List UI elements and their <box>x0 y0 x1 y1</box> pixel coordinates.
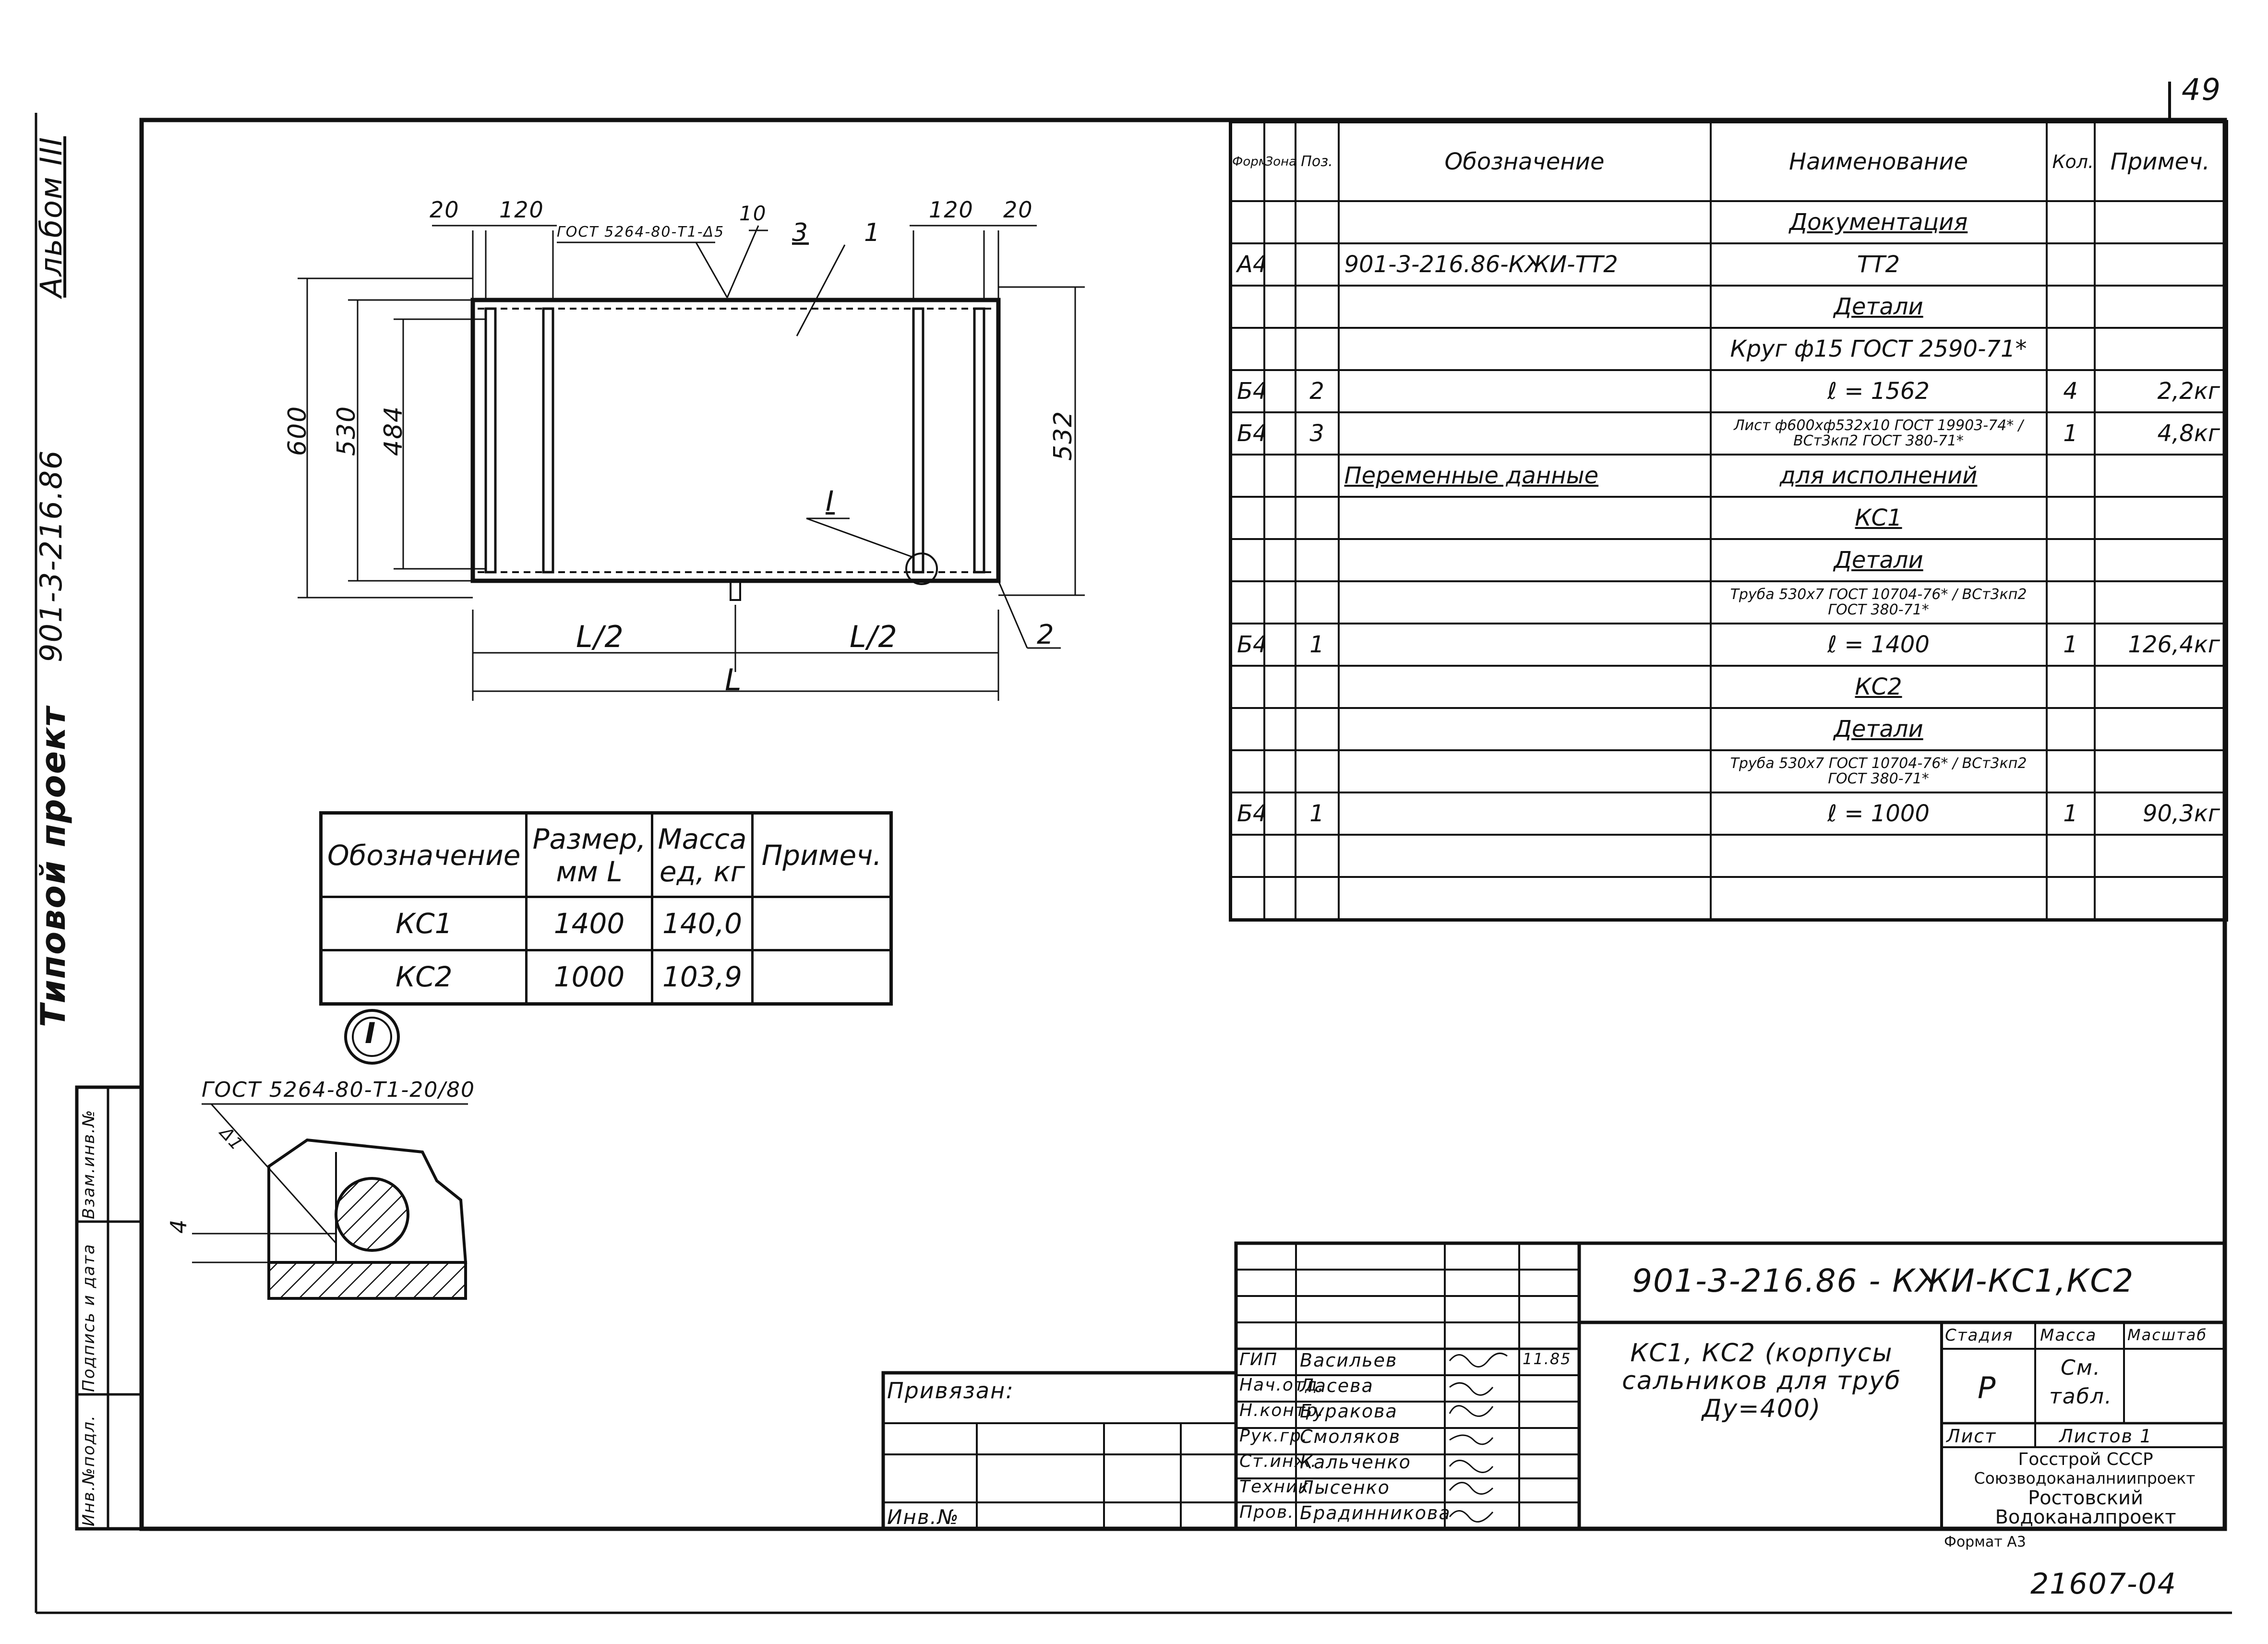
stage-value: Р <box>1978 1370 1997 1405</box>
title-role-name: Смоляков <box>1300 1426 1401 1447</box>
title-role-role: Пров. <box>1239 1502 1295 1522</box>
org-line-1: Госстрой СССР <box>2018 1450 2153 1469</box>
detail-weld-note: ГОСТ 5264-80-Т1-20/80 <box>202 1078 475 1102</box>
title-description: КС1, КС2 (корпусы сальников для труб Ду=… <box>1622 1339 1901 1423</box>
dim-top-120-right: 120 <box>929 197 974 223</box>
dim-top-20-left: 20 <box>430 197 460 223</box>
table-row: Круг ф15 ГОСТ 2590-71* <box>1229 326 2228 371</box>
dim-left-600: 600 <box>283 405 312 456</box>
table-row: Труба 530х7 ГОСТ 10704-76* / ВСт3кп2 ГОС… <box>1229 749 2228 793</box>
format-label: Формат А3 <box>1944 1534 2026 1550</box>
callout-2: 2 <box>1037 619 1055 650</box>
margin-cell-inv: Инв.№подл. <box>79 1415 98 1526</box>
dim-top-20-right: 20 <box>1003 197 1033 223</box>
title-role-date: 11.85 <box>1523 1350 1572 1368</box>
table-row: Документация <box>1229 200 2228 244</box>
title-role-role: Нач.отд. <box>1239 1375 1325 1395</box>
table-row: КС2 1000 103,9 <box>319 949 892 1005</box>
mass-header-note: Примеч. <box>751 812 892 898</box>
title-role-name: Ласева <box>1300 1375 1374 1396</box>
privyazan-label: Привязан: <box>887 1378 1014 1404</box>
table-row: КС1 1400 140,0 <box>319 896 892 951</box>
dim-top-120-left: 120 <box>499 197 544 223</box>
table-row: Труба 530х7 ГОСТ 10704-76* / ВСт3кп2 ГОС… <box>1229 580 2228 624</box>
table-row: КС2 <box>1229 664 2228 709</box>
spec-header-note: Примеч. <box>2093 120 2228 202</box>
dim-bottom-l: L <box>725 662 743 697</box>
sheet-label: Лист <box>1946 1426 1997 1447</box>
spec-header-pos: Поз. <box>1294 120 1340 202</box>
spec-header-zone: Зона <box>1263 120 1296 202</box>
mass-label: Масса <box>2040 1326 2097 1345</box>
margin-cell-vzam: Взам.инв.№ <box>79 1109 98 1219</box>
stage-label: Стадия <box>1945 1326 2014 1345</box>
title-role-role: Техник <box>1239 1477 1310 1497</box>
title-role-name: Буракова <box>1300 1401 1398 1422</box>
margin-cell-sign: Подпись и дата <box>79 1243 98 1392</box>
sheets-label: Листов 1 <box>2059 1426 2153 1447</box>
table-row: Б43Лист ф600хф532х10 ГОСТ 19903-74* / ВС… <box>1229 411 2228 456</box>
detail-mark: I <box>365 1017 377 1050</box>
title-role-name: Кальченко <box>1300 1452 1411 1473</box>
mass-header-designation: Обозначение <box>319 812 528 898</box>
footer-number: 21607-04 <box>2030 1567 2177 1601</box>
title-role-role: Ст.инж. <box>1239 1452 1318 1471</box>
dim-left-484: 484 <box>379 405 408 456</box>
org-line-2: Союзводоканалниипроект <box>1974 1469 2196 1488</box>
mass-header-mass: Масса ед, кг <box>650 812 754 898</box>
specification-table: Формат Зона Поз. Обозначение Наименовани… <box>1229 120 2228 922</box>
title-role-name: Лысенко <box>1300 1477 1390 1498</box>
callout-3: 3 <box>792 218 809 247</box>
dim-right-532: 532 <box>1049 410 1078 461</box>
dim-left-530: 530 <box>332 405 361 456</box>
callout-detail-I: I <box>826 485 835 517</box>
weld-note-top: ГОСТ 5264-80-Т1-Δ5 <box>557 224 725 240</box>
table-row: Детали <box>1229 538 2228 582</box>
title-role-name: Брадинникова <box>1300 1502 1451 1524</box>
title-role-name: Васильев <box>1300 1350 1398 1371</box>
spec-header-name: Наименование <box>1709 120 2048 202</box>
table-row <box>1229 833 2228 878</box>
dim-top-10: 10 <box>739 202 767 225</box>
album-label: Альбом III <box>34 136 69 298</box>
dim-bottom-l-half-left: L/2 <box>576 619 624 654</box>
project-code-margin: 901-3-216.86 <box>34 449 69 662</box>
table-row: Детали <box>1229 707 2228 751</box>
mass-value: См. табл. <box>2049 1356 2112 1409</box>
table-row: КС1 <box>1229 495 2228 540</box>
title-role-role: Рук.гр. <box>1239 1426 1308 1446</box>
spec-header-format: Формат <box>1229 120 1265 202</box>
table-row: Детали <box>1229 284 2228 329</box>
spec-header-qty: Кол. <box>2045 120 2096 202</box>
mass-header-size: Размер, мм L <box>525 812 653 898</box>
callout-1: 1 <box>864 218 881 247</box>
title-role-role: ГИП <box>1239 1350 1278 1369</box>
spec-header-designation: Обозначение <box>1337 120 1712 202</box>
dim-bottom-l-half-right: L/2 <box>850 619 898 654</box>
project-type-label: Типовой проект <box>34 706 73 1027</box>
mass-table: Обозначение Размер, мм L Масса ед, кг Пр… <box>319 811 893 1006</box>
org-line-4: Водоканалпроект <box>1995 1506 2176 1528</box>
org-line-3: Ростовский <box>2028 1487 2144 1509</box>
title-code: 901-3-216.86 - КЖИ-КС1,КС2 <box>1632 1262 2135 1299</box>
inv-label: Инв.№ <box>887 1505 960 1529</box>
page-number: 49 <box>2182 72 2221 107</box>
scale-label: Масштаб <box>2127 1326 2208 1344</box>
title-role-role: Н.контр. <box>1239 1401 1325 1420</box>
table-row <box>1229 876 2228 921</box>
detail-dim-4: 4 <box>166 1218 192 1234</box>
